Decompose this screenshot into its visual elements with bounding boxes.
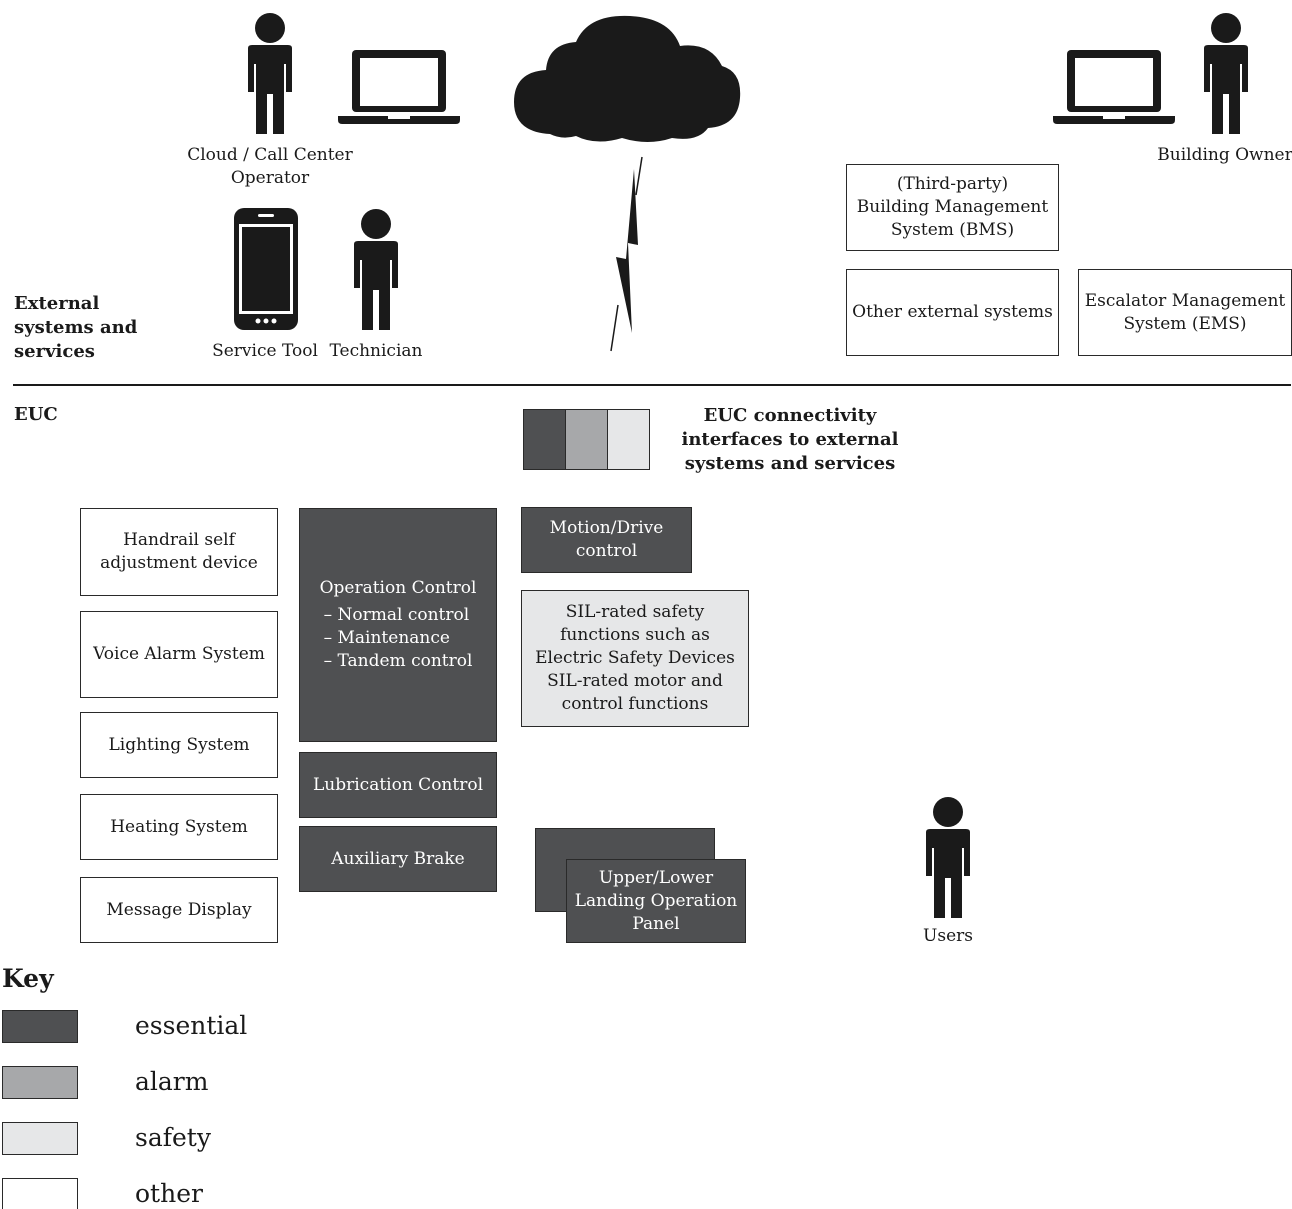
building-owner-label: Building Owner — [1157, 145, 1292, 165]
handrail-box: Handrail self adjustment device — [80, 508, 278, 596]
section-divider — [13, 384, 1291, 386]
smartphone-icon — [234, 208, 298, 330]
connectivity-interface-swatch — [523, 409, 650, 470]
key-title: Key — [2, 964, 54, 993]
voice-alarm-box: Voice Alarm System — [80, 611, 278, 698]
lightning-icon — [610, 156, 643, 352]
key-essential-label: essential — [135, 1011, 248, 1040]
lubrication-control-box: Lubrication Control — [299, 752, 497, 818]
sil-safety-box: SIL-rated safety functions such as Elect… — [521, 590, 749, 727]
key-alarm-label: alarm — [135, 1067, 209, 1096]
landing-panel-box: Upper/Lower Landing Operation Panel — [566, 859, 746, 943]
key-other-label: other — [135, 1179, 203, 1208]
auxiliary-brake-box: Auxiliary Brake — [299, 826, 497, 892]
person-icon — [354, 209, 398, 330]
key-other-swatch — [2, 1178, 78, 1209]
cloud-icon — [514, 15, 741, 142]
motion-drive-box: Motion/Drive control — [521, 507, 692, 573]
operation-control-title: Operation Control — [319, 578, 477, 598]
euc-section-label: EUC — [14, 404, 58, 425]
connectivity-label: EUC connectivity interfaces to external … — [681, 405, 899, 474]
message-display-box: Message Display — [80, 877, 278, 943]
operation-control-item: – Tandem control — [323, 651, 473, 671]
cloud-operator-label: Cloud / Call Center Operator — [187, 145, 353, 188]
laptop-icon — [1053, 50, 1175, 124]
heating-box: Heating System — [80, 794, 278, 860]
person-icon — [1204, 13, 1248, 134]
operation-control-box: Operation Control – Normal control – Mai… — [299, 508, 497, 742]
operation-control-item: – Normal control — [323, 605, 470, 625]
external-section-label: External systems and services — [14, 293, 138, 362]
person-icon — [926, 797, 970, 918]
key-alarm-swatch — [2, 1066, 78, 1099]
connectivity-alarm-swatch — [565, 410, 607, 469]
technician-label: Technician — [329, 341, 423, 361]
bms-box: (Third-party) Building Management System… — [846, 164, 1059, 251]
connectivity-safety-swatch — [607, 410, 649, 469]
other-external-systems-box: Other external systems — [846, 269, 1059, 356]
key-essential-swatch — [2, 1010, 78, 1043]
connectivity-essential-swatch — [524, 410, 565, 469]
key-safety-label: safety — [135, 1123, 211, 1152]
person-icon — [248, 13, 292, 134]
laptop-icon — [338, 50, 460, 124]
operation-control-list: – Normal control – Maintenance – Tandem … — [324, 604, 473, 673]
operation-control-item: – Maintenance — [323, 628, 450, 648]
ems-box: Escalator Management System (EMS) — [1078, 269, 1292, 356]
users-label: Users — [923, 926, 973, 946]
key-safety-swatch — [2, 1122, 78, 1155]
service-tool-label: Service Tool — [212, 341, 318, 361]
lighting-box: Lighting System — [80, 712, 278, 778]
